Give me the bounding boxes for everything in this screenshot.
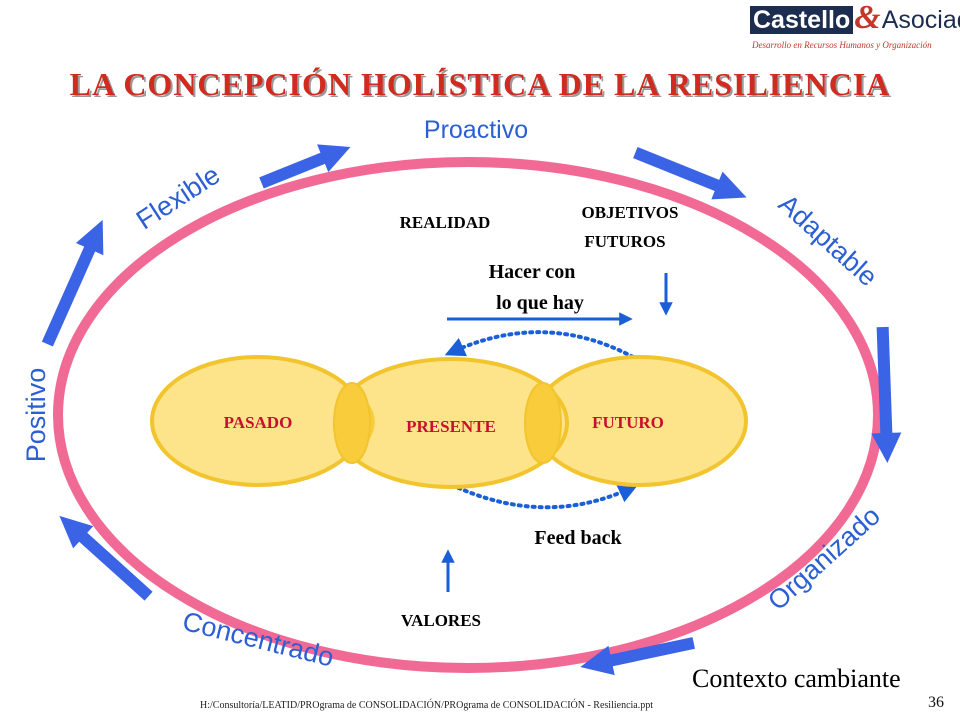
ring-word-adaptable: Adaptable [773, 188, 883, 292]
circle-label-pasado: PASADO [224, 413, 293, 432]
feedback-arc-bottom [450, 483, 639, 510]
label-objetivos-line2: FUTUROS [584, 232, 665, 251]
label-feedback: Feed back [534, 527, 622, 549]
arrow-concentrado-to-positivo [59, 515, 153, 601]
arrow-flexible-to-proactivo [259, 144, 351, 189]
label-valores: VALORES [401, 611, 481, 630]
ring-word-flexible: Flexible [131, 160, 225, 236]
slide-title: LA CONCEPCIÓN HOLÍSTICA DE LA RESILIENCI… [69, 66, 891, 102]
contexto-cambiante-label: Contexto cambiante [692, 664, 901, 693]
logo-wordmark: Castello&Asociados [750, 1, 960, 35]
cycle-arrows [41, 144, 902, 676]
ring-word-concentrado: Concentrado [180, 606, 337, 673]
arrow-organizado-to-concentrado [580, 637, 695, 676]
logo-name-asociados: Asociados [881, 6, 960, 34]
time-circles [150, 355, 748, 489]
circle-label-presente: PRESENTE [406, 417, 496, 436]
arrow-proactivo-to-adaptable [633, 146, 747, 200]
company-logo: Castello&Asociados Desarrollo en Recurso… [750, 1, 960, 54]
logo-ampersand: & [854, 0, 881, 36]
circle-label-futuro: FUTURO [592, 413, 664, 432]
ring-word-organizado: Organizado [762, 500, 886, 616]
overlap-left [333, 382, 371, 464]
arrow-adaptable-to-organizado [871, 326, 902, 463]
label-hacer-line2: lo que hay [496, 292, 584, 314]
overlap-right [524, 382, 562, 464]
label-realidad: REALIDAD [400, 213, 491, 232]
arrow-positivo-to-flexible [41, 219, 104, 347]
feedback-arc-top [444, 330, 635, 359]
ring-word-proactivo: Proactivo [424, 116, 528, 144]
label-hacer-line1: Hacer con [489, 261, 576, 283]
logo-name-castello: Castello [750, 6, 854, 34]
footer-file-path: H:/Consultoría/LEATID/PROgrama de CONSOL… [200, 700, 654, 711]
logo-tagline: Desarrollo en Recursos Humanos y Organiz… [752, 40, 932, 50]
page-number: 36 [928, 694, 944, 711]
context-ellipse [53, 157, 883, 673]
label-objetivos-line1: OBJETIVOS [582, 203, 679, 222]
ring-word-positivo: Positivo [21, 368, 51, 463]
